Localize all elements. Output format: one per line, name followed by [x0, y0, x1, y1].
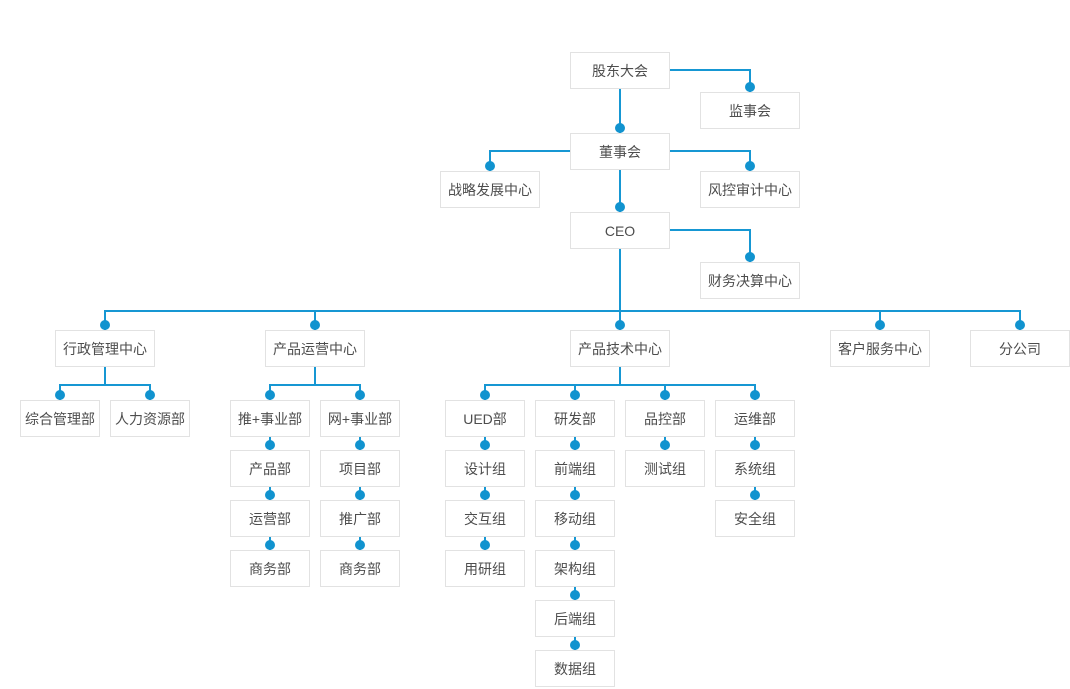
node-risk-audit-center: 风控审计中心 [700, 171, 800, 208]
connector-line [619, 248, 621, 330]
node-user-research-group: 用研组 [445, 550, 525, 587]
connector-dot [145, 390, 155, 400]
connector-dot [570, 640, 580, 650]
connector-dot [480, 490, 490, 500]
connector-dot [570, 490, 580, 500]
connector-line [749, 150, 751, 171]
node-human-resources-dept: 人力资源部 [110, 400, 190, 437]
node-design-group: 设计组 [445, 450, 525, 487]
node-operations-dept: 运营部 [230, 500, 310, 537]
connector-line [619, 88, 621, 133]
connector-line [104, 310, 1021, 312]
node-project-dept: 项目部 [320, 450, 400, 487]
connector-dot [265, 540, 275, 550]
connector-dot [355, 390, 365, 400]
node-tui-plus-division: 推+事业部 [230, 400, 310, 437]
connector-line [619, 169, 621, 212]
node-supervisory-board: 监事会 [700, 92, 800, 129]
node-architecture-group: 架构组 [535, 550, 615, 587]
node-system-group: 系统组 [715, 450, 795, 487]
connector-dot [480, 540, 490, 550]
node-rd-dept: 研发部 [535, 400, 615, 437]
node-mobile-group: 移动组 [535, 500, 615, 537]
connector-line [619, 367, 621, 386]
connector-dot [750, 440, 760, 450]
connector-dot [570, 440, 580, 450]
node-backend-group: 后端组 [535, 600, 615, 637]
node-ceo: CEO [570, 212, 670, 249]
node-quality-control-dept: 品控部 [625, 400, 705, 437]
node-general-management-dept: 综合管理部 [20, 400, 100, 437]
connector-dot [750, 490, 760, 500]
connector-line [104, 367, 106, 386]
connector-dot [750, 390, 760, 400]
connector-dot [615, 123, 625, 133]
node-interaction-group: 交互组 [445, 500, 525, 537]
connector-dot [570, 540, 580, 550]
connector-dot [570, 390, 580, 400]
connector-dot [310, 320, 320, 330]
connector-line [314, 367, 316, 386]
connector-dot [100, 320, 110, 330]
node-security-group: 安全组 [715, 500, 795, 537]
node-strategy-development-center: 战略发展中心 [440, 171, 540, 208]
connector-dot [875, 320, 885, 330]
connector-dot [480, 440, 490, 450]
node-data-group: 数据组 [535, 650, 615, 687]
connector-dot [355, 540, 365, 550]
node-promotion-dept: 推广部 [320, 500, 400, 537]
node-board-of-directors: 董事会 [570, 133, 670, 170]
connector-dot [570, 590, 580, 600]
connector-line [749, 229, 751, 262]
connector-dot [745, 252, 755, 262]
connector-dot [265, 390, 275, 400]
connector-dot [55, 390, 65, 400]
connector-dot [265, 440, 275, 450]
connector-dot [355, 490, 365, 500]
node-ued-dept: UED部 [445, 400, 525, 437]
node-business-dept-tui: 商务部 [230, 550, 310, 587]
connector-line [489, 150, 570, 152]
node-product-operations-center: 产品运营中心 [265, 330, 365, 367]
connector-dot [615, 202, 625, 212]
node-business-dept-wang: 商务部 [320, 550, 400, 587]
connector-dot [745, 82, 755, 92]
connector-dot [480, 390, 490, 400]
connector-line [749, 69, 751, 92]
node-product-technology-center: 产品技术中心 [570, 330, 670, 367]
connector-line [670, 150, 751, 152]
node-customer-service-center: 客户服务中心 [830, 330, 930, 367]
connector-line [670, 69, 751, 71]
connector-dot [485, 161, 495, 171]
node-testing-group: 测试组 [625, 450, 705, 487]
node-admin-management-center: 行政管理中心 [55, 330, 155, 367]
node-shareholders-meeting: 股东大会 [570, 52, 670, 89]
connector-dot [265, 490, 275, 500]
node-financial-settlement-center: 财务决算中心 [700, 262, 800, 299]
connector-dot [615, 320, 625, 330]
node-branch-company: 分公司 [970, 330, 1070, 367]
node-frontend-group: 前端组 [535, 450, 615, 487]
connector-dot [660, 440, 670, 450]
connector-dot [745, 161, 755, 171]
connector-line [670, 229, 751, 231]
connector-dot [660, 390, 670, 400]
connector-dot [355, 440, 365, 450]
node-product-dept: 产品部 [230, 450, 310, 487]
node-wang-plus-division: 网+事业部 [320, 400, 400, 437]
connector-line [489, 150, 491, 171]
node-operations-maintenance-dept: 运维部 [715, 400, 795, 437]
connector-dot [1015, 320, 1025, 330]
